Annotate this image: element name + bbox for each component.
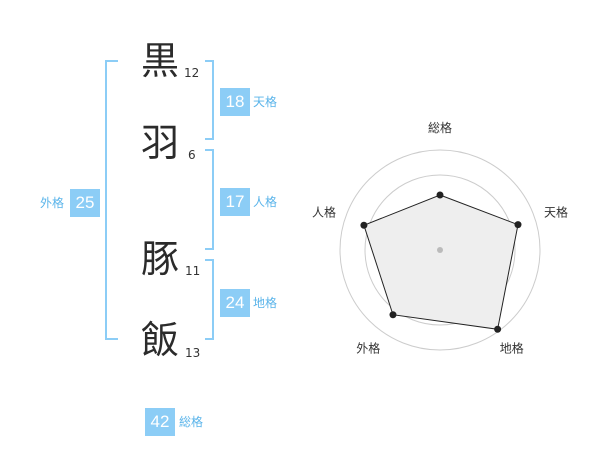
stroke-count-2: 6 xyxy=(188,148,196,162)
radar-series-area xyxy=(363,194,519,330)
radar-axis-label-3: 地格 xyxy=(500,341,524,356)
radar-axis-label-1: 総格 xyxy=(428,120,452,135)
tenkaku-label: 天格 xyxy=(253,95,278,109)
stroke-count-1: 12 xyxy=(184,66,200,80)
radar-ring-3 xyxy=(364,174,516,326)
name-char-4: 飯 xyxy=(140,318,179,362)
radar-axis-label-5: 人格 xyxy=(312,204,336,219)
name-char-3: 豚 xyxy=(140,237,179,281)
chikaku-label: 地格 xyxy=(253,296,278,310)
stroke-count-4: 13 xyxy=(185,346,201,360)
radar-point-2 xyxy=(514,221,522,229)
radar-point-5 xyxy=(360,221,368,229)
chikaku-badge: 24 xyxy=(220,289,250,317)
name-brackets xyxy=(105,60,214,340)
tenkaku-badge: 18 xyxy=(220,88,250,116)
radar-point-4 xyxy=(389,311,397,319)
soukaku-badge: 42 xyxy=(145,408,175,436)
radar-ring-4 xyxy=(339,149,541,351)
radar-point-3 xyxy=(494,325,502,333)
jinkaku-label: 人格 xyxy=(253,195,278,209)
name-char-1: 黒 xyxy=(140,39,179,83)
gaikaku-badge: 25 xyxy=(70,189,100,217)
radar-axis-label-4: 外格 xyxy=(356,341,380,356)
radar-center-dot xyxy=(437,247,443,253)
tenkaku-bracket xyxy=(205,60,214,140)
gaikaku-bracket xyxy=(105,60,118,340)
chikaku-bracket xyxy=(205,259,214,340)
soukaku-label: 総格 xyxy=(179,415,204,429)
stroke-count-3: 11 xyxy=(185,264,201,278)
name-char-2: 羽 xyxy=(140,121,179,165)
jinkaku-badge: 17 xyxy=(220,188,250,216)
jinkaku-bracket xyxy=(205,149,214,250)
radar-point-1 xyxy=(436,191,444,199)
gaikaku-label: 外格 xyxy=(40,196,65,210)
radar-axis-label-2: 天格 xyxy=(544,204,568,219)
